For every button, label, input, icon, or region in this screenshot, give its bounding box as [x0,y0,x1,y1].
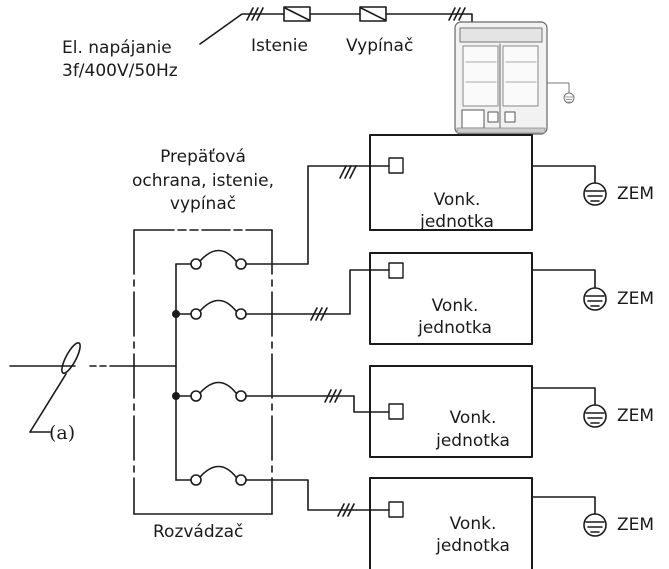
unit-4-label-line1: Vonk. [449,514,497,534]
distribution-panel [133,229,273,515]
feeder-1 [245,165,390,265]
switch-symbol [359,6,387,22]
breaker-symbol [283,6,311,22]
ground-1-label: ZEM [617,184,655,204]
breaker-1 [175,249,247,270]
ground-4-label: ZEM [617,515,655,535]
ground-3 [531,387,607,428]
protection-label-line2: ochrana, istenie, [132,171,274,191]
unit-3-label-line2: jednotka [436,431,510,451]
breaker-3 [175,381,247,402]
unit-1-label-line2: jednotka [420,212,494,232]
feeder-4 [245,479,390,517]
indoor-unit-image [454,21,575,135]
unit-4-label-line2: jednotka [436,536,510,556]
unit-2-label-line2: jednotka [418,318,492,338]
distribution-panel-label: Rozvádzač [153,522,244,542]
outdoor-unit-2 [369,252,533,345]
power-supply-label-line2: 3f/400V/50Hz [62,61,178,81]
power-supply-label-line1: El. napájanie [62,38,172,58]
unit-2-label-line1: Vonk. [431,296,479,316]
breaker-label: Istenie [251,36,308,56]
protection-label-line3: vypínač [169,194,237,214]
switch-label: Vypínač [346,36,414,56]
ground-4 [531,496,607,537]
ground-3-label: ZEM [617,406,655,426]
outdoor-unit-3 [369,365,533,458]
supply-line [199,7,473,45]
ground-2 [531,269,607,311]
unit-3-label-line1: Vonk. [449,408,497,428]
protection-label-line1: Prepäťová [160,147,246,167]
ground-1 [531,165,607,206]
breaker-4 [175,465,247,486]
ground-2-label: ZEM [617,289,655,309]
incoming-cable [9,342,177,433]
breaker-2 [175,299,247,320]
feeder-3 [245,389,390,413]
cable-label: (a) [49,422,76,444]
bus-bar [172,263,181,481]
outdoor-unit-4 [369,477,533,569]
unit-1-label-line1: Vonk. [433,190,481,210]
feeder-2 [245,269,390,321]
outdoor-unit-1 [369,134,533,231]
